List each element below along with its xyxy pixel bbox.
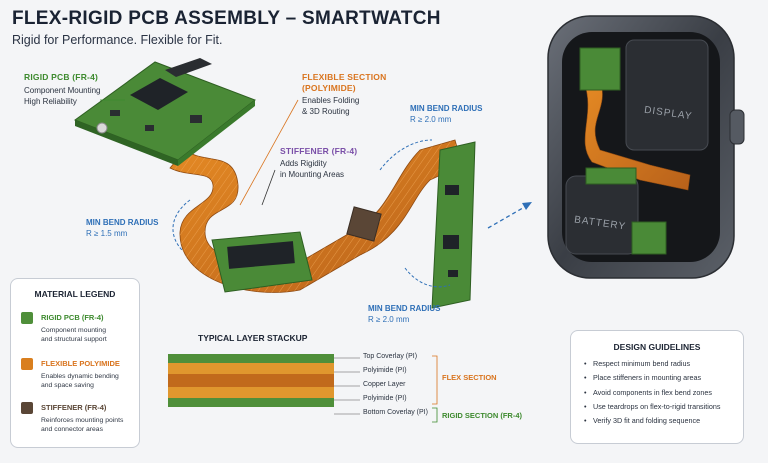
list-item: Verify 3D fit and folding sequence [584, 416, 720, 425]
list-item: Avoid components in flex bend zones [584, 388, 720, 397]
rigid-callout-line1: Component Mounting [24, 86, 101, 95]
stackup-title: TYPICAL LAYER STACKUP [198, 333, 308, 343]
page-title: FLEX-RIGID PCB ASSEMBLY – SMARTWATCH [12, 8, 441, 29]
arrow-head-icon [522, 202, 532, 210]
bend-bottom-title: MIN BEND RADIUS [368, 304, 441, 313]
layer-label-4: Bottom Coverlay (PI) [363, 409, 428, 416]
bend-arc-bottom [404, 267, 451, 288]
stiffener-block [346, 206, 382, 242]
stackup-diagram [168, 354, 438, 423]
list-item: Place stiffeners in mounting areas [584, 373, 720, 382]
legend-item-stiffener: STIFFENER (FR-4) Reinforces mounting poi… [21, 401, 137, 441]
smartwatch [547, 15, 745, 279]
legend-title: MATERIAL LEGEND [34, 289, 116, 299]
rigid-pcb-right [431, 141, 476, 309]
stiffener-swatch [21, 402, 33, 414]
layer-label-1: Polyimide (PI) [363, 367, 407, 374]
bend-bottom-value: R ≥ 2.0 mm [368, 315, 410, 324]
rigid-section-label: RIGID SECTION (FR-4) [442, 411, 522, 420]
flex-swatch [21, 358, 33, 370]
assembly-arrow [487, 204, 529, 229]
legend-label: FLEXIBLE POLYIMIDE [41, 359, 120, 368]
legend-item-flex: FLEXIBLE POLYIMIDE Enables dynamic bendi… [21, 357, 137, 397]
rigid-pcb-left [73, 58, 257, 166]
layer-label-2: Copper Layer [363, 381, 406, 388]
bend-top-value: R ≥ 2.0 mm [410, 115, 452, 124]
stiffener-callout-line1: Adds Rigidity [280, 159, 327, 168]
rigid-callout-line2: High Reliability [24, 97, 77, 106]
flex-callout-title: FLEXIBLE SECTION [302, 72, 387, 82]
bend-left-title: MIN BEND RADIUS [86, 218, 159, 227]
guidelines-title: DESIGN GUIDELINES [613, 342, 701, 352]
flex-leader [239, 99, 299, 206]
bend-arc-top [379, 139, 433, 171]
guidelines-list: Respect minimum bend radius Place stiffe… [583, 359, 720, 430]
page-subtitle: Rigid for Performance. Flexible for Fit. [12, 33, 223, 47]
bend-arc-left [172, 199, 191, 251]
flex-callout-line2: & 3D Routing [302, 107, 350, 116]
list-item: Use teardrops on flex-to-rigid transitio… [584, 402, 720, 411]
watch-display-module [625, 39, 709, 151]
layer-label-0: Top Coverlay (PI) [363, 353, 418, 360]
rigid-pcb-middle [211, 231, 313, 293]
list-item: Respect minimum bend radius [584, 359, 720, 368]
flex-callout-subtitle: (POLYIMIDE) [302, 83, 356, 93]
legend-label: STIFFENER (FR-4) [41, 403, 107, 412]
stiffener-callout-line2: in Mounting Areas [280, 170, 345, 179]
flex-section-label: FLEX SECTION [442, 373, 497, 382]
rigid-swatch [21, 312, 33, 324]
flex-callout-line1: Enables Folding [302, 96, 360, 105]
stiffener-callout-title: STIFFENER (FR-4) [280, 146, 358, 156]
bend-left-value: R ≥ 1.5 mm [86, 229, 128, 238]
rigid-callout-title: RIGID PCB (FR-4) [24, 72, 99, 82]
material-legend: MATERIAL LEGEND RIGID PCB (FR-4) Compone… [10, 278, 140, 448]
layer-label-3: Polyimide (PI) [363, 395, 407, 402]
stiffener-leader [261, 169, 276, 206]
bend-top-title: MIN BEND RADIUS [410, 104, 483, 113]
design-guidelines: DESIGN GUIDELINES Respect minimum bend r… [570, 330, 744, 444]
legend-label: RIGID PCB (FR-4) [41, 313, 104, 322]
